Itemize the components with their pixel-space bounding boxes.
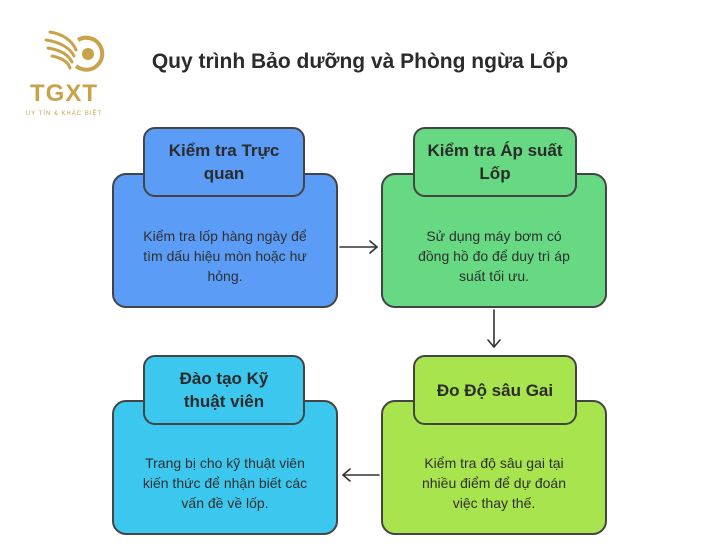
- step-description: Kiểm tra độ sâu gai tại nhiều điểm để dự…: [421, 454, 567, 511]
- step-description: Kiểm tra lốp hàng ngày để tìm dấu hiệu m…: [143, 227, 307, 284]
- arrow-right-icon: [339, 240, 378, 254]
- step-description: Sử dụng máy bơm có đồng hồ đo để duy trì…: [418, 227, 570, 284]
- arrow-left-icon: [342, 468, 380, 482]
- step-heading-pressure-check: Kiểm tra Áp suất Lốp: [413, 127, 577, 197]
- page-title: Quy trình Bảo dưỡng và Phòng ngừa Lốp: [151, 50, 569, 73]
- step-heading-technician-training: Đào tạo Kỹ thuật viên: [143, 355, 305, 425]
- logo-brand-text: TGXT: [30, 80, 98, 107]
- step-description: Trang bị cho kỹ thuật viên kiến thức để …: [142, 454, 308, 511]
- brand-logo: TGXT UY TÍN & KHÁC BIỆT: [14, 22, 114, 117]
- step-heading-visual-inspection: Kiểm tra Trực quan: [143, 127, 305, 197]
- logo-tagline: UY TÍN & KHÁC BIỆT: [25, 111, 103, 117]
- arrow-down-icon: [487, 309, 501, 348]
- step-heading-tread-depth: Đo Độ sâu Gai: [413, 355, 577, 425]
- eagle-wing-logo-icon: [44, 30, 105, 72]
